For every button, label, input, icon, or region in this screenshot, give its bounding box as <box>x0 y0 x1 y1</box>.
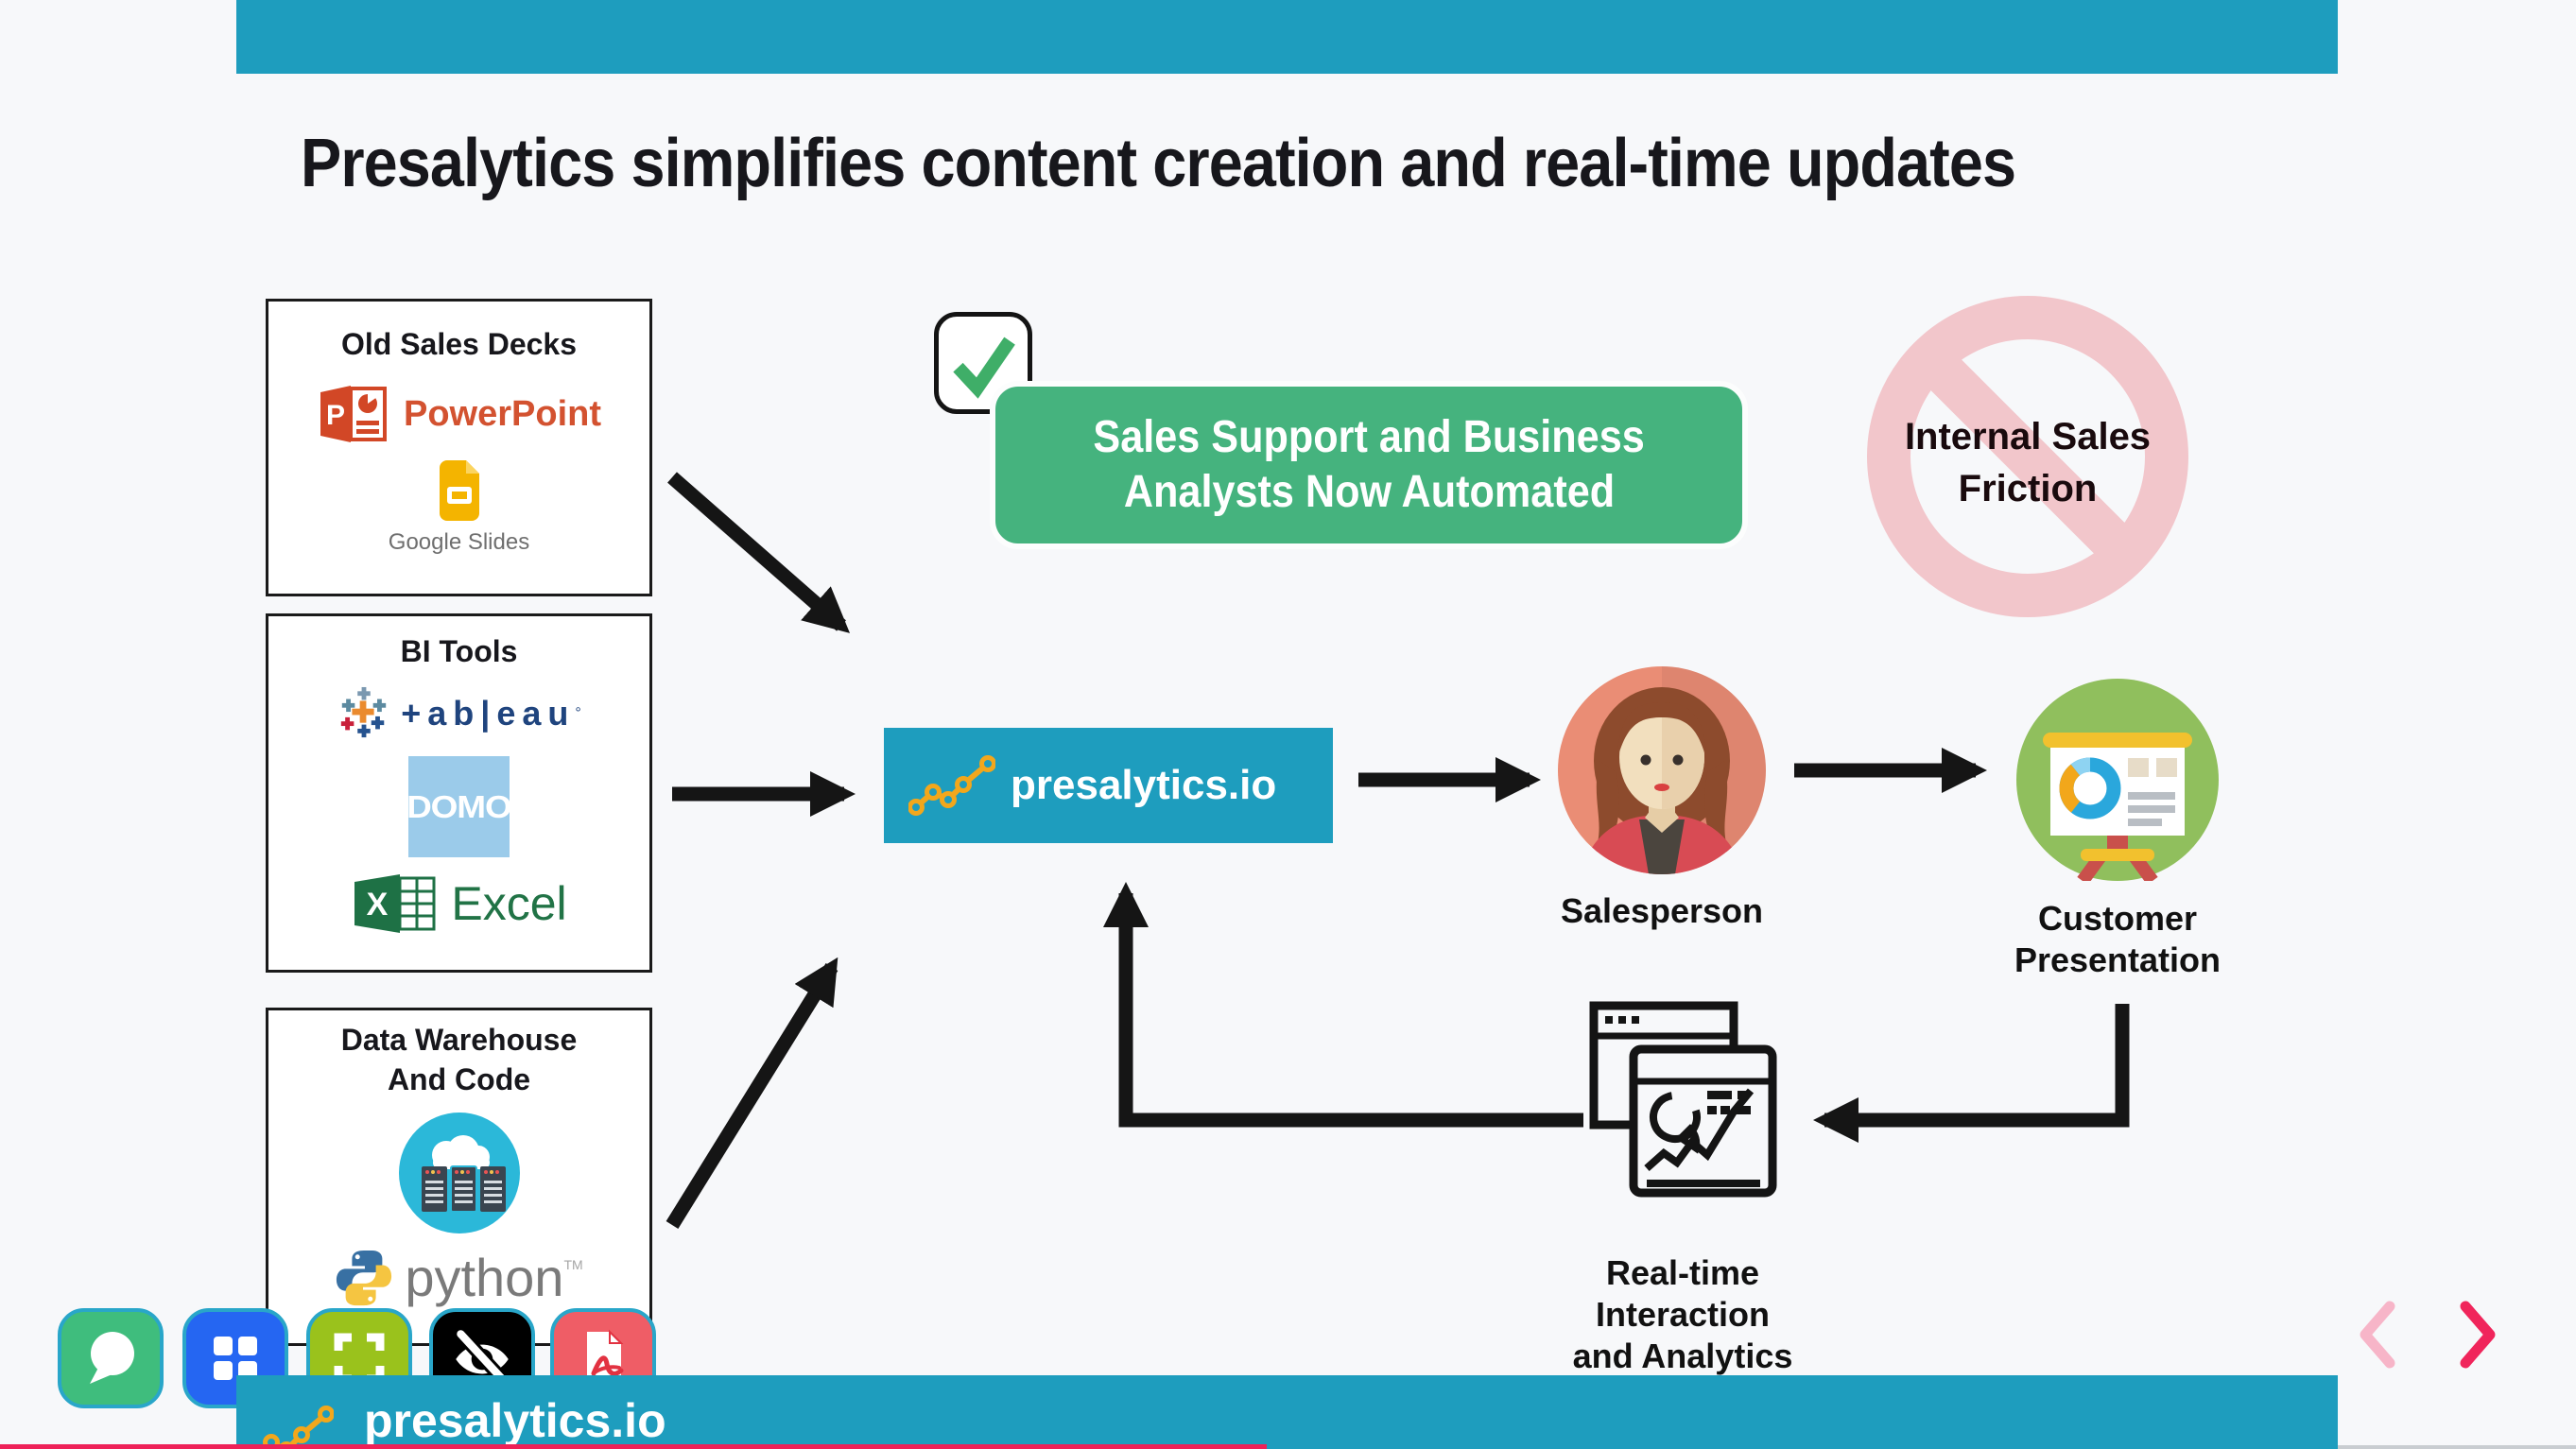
eye-slash-icon <box>456 1329 510 1388</box>
tableau-reg-mark: ° <box>575 705 581 721</box>
footer-divider <box>2338 1445 2576 1449</box>
arrow-warehouse-to-hub <box>666 957 838 1229</box>
data-warehouse-title: Data Warehouse And Code <box>340 1023 578 1096</box>
hub-brand-label: presalytics.io <box>1011 762 1277 808</box>
google-slides-logo: Google Slides <box>389 460 529 556</box>
presalytics-hub: presalytics.io <box>884 728 1333 843</box>
automation-line2: Analysts Now Automated <box>1123 467 1615 517</box>
tableau-logo: +ab|eau° <box>337 686 581 741</box>
salesperson-label: Salesperson <box>1560 891 1764 930</box>
next-slide-button[interactable] <box>2458 1299 2501 1373</box>
bi-tools-title: BI Tools <box>400 634 518 668</box>
page-title: Presalytics simplifies content creation … <box>301 125 2206 202</box>
old-sales-decks-title: Old Sales Decks <box>340 327 578 361</box>
page-title-text: Presalytics simplifies content creation … <box>301 126 2016 201</box>
realtime-analytics-label: Real-time Interaction and Analytics <box>1572 1253 1793 1375</box>
powerpoint-logo: P PowerPoint <box>317 381 601 447</box>
domo-label: DOMO <box>406 788 512 824</box>
tableau-label: +ab|eau <box>401 694 576 733</box>
excel-icon: X <box>354 874 436 933</box>
chat-icon <box>90 1332 134 1384</box>
footer-chart-icon <box>259 1406 334 1449</box>
powerpoint-icon: P <box>320 386 387 442</box>
automation-callout: Sales Support and Business Analysts Now … <box>990 381 1748 549</box>
python-icon <box>337 1250 392 1305</box>
chevron-right-icon <box>2460 1301 2496 1369</box>
google-slides-label: Google Slides <box>388 529 530 555</box>
prev-slide-button[interactable] <box>2354 1299 2397 1373</box>
old-sales-decks-box: Old Sales Decks P PowerPoint Google Slid… <box>266 299 652 596</box>
domo-logo: DOMO <box>406 756 512 857</box>
powerpoint-label: PowerPoint <box>403 393 602 434</box>
chevron-left-icon <box>2360 1301 2395 1369</box>
realtime-analytics-icon <box>1589 1001 1777 1198</box>
python-label: python <box>405 1248 564 1307</box>
excel-label: Excel <box>451 877 567 930</box>
excel-letter: X <box>367 887 389 923</box>
footer-brand-label: presalytics.io <box>364 1394 666 1447</box>
footer-bar <box>236 1375 2338 1449</box>
powerpoint-letter: P <box>326 400 345 431</box>
friction-label: Internal Sales Friction <box>1904 416 2152 509</box>
tableau-icon <box>341 686 387 738</box>
excel-logo: X Excel <box>351 872 567 935</box>
check-icon <box>953 336 1015 399</box>
arrow-decks-to-hub <box>667 472 851 633</box>
data-warehouse-box: Data Warehouse And Code <box>266 1008 652 1346</box>
friction-no-symbol: Internal Sales Friction <box>1867 296 2188 617</box>
slide-progress-bar <box>0 1444 1267 1449</box>
arrow-realtime-to-hub <box>1102 881 1583 1128</box>
arrow-customer-to-realtime <box>1812 1004 2130 1144</box>
bi-tools-box: BI Tools +ab|eau° DOMO <box>266 613 652 973</box>
customer-presentation-icon <box>2016 679 2219 881</box>
top-accent-bar <box>236 0 2338 74</box>
salesperson-avatar <box>1558 666 1766 874</box>
cloud-server-icon <box>398 1113 520 1233</box>
pdf-icon <box>587 1329 624 1385</box>
customer-presentation-label: Customer Presentation <box>2014 899 2222 979</box>
automation-line1: Sales Support and Business <box>1093 412 1645 462</box>
google-slides-icon <box>439 460 479 521</box>
python-tm-mark: TM <box>563 1256 583 1272</box>
chat-button[interactable] <box>58 1308 164 1408</box>
presalytics-chart-icon <box>908 755 995 816</box>
